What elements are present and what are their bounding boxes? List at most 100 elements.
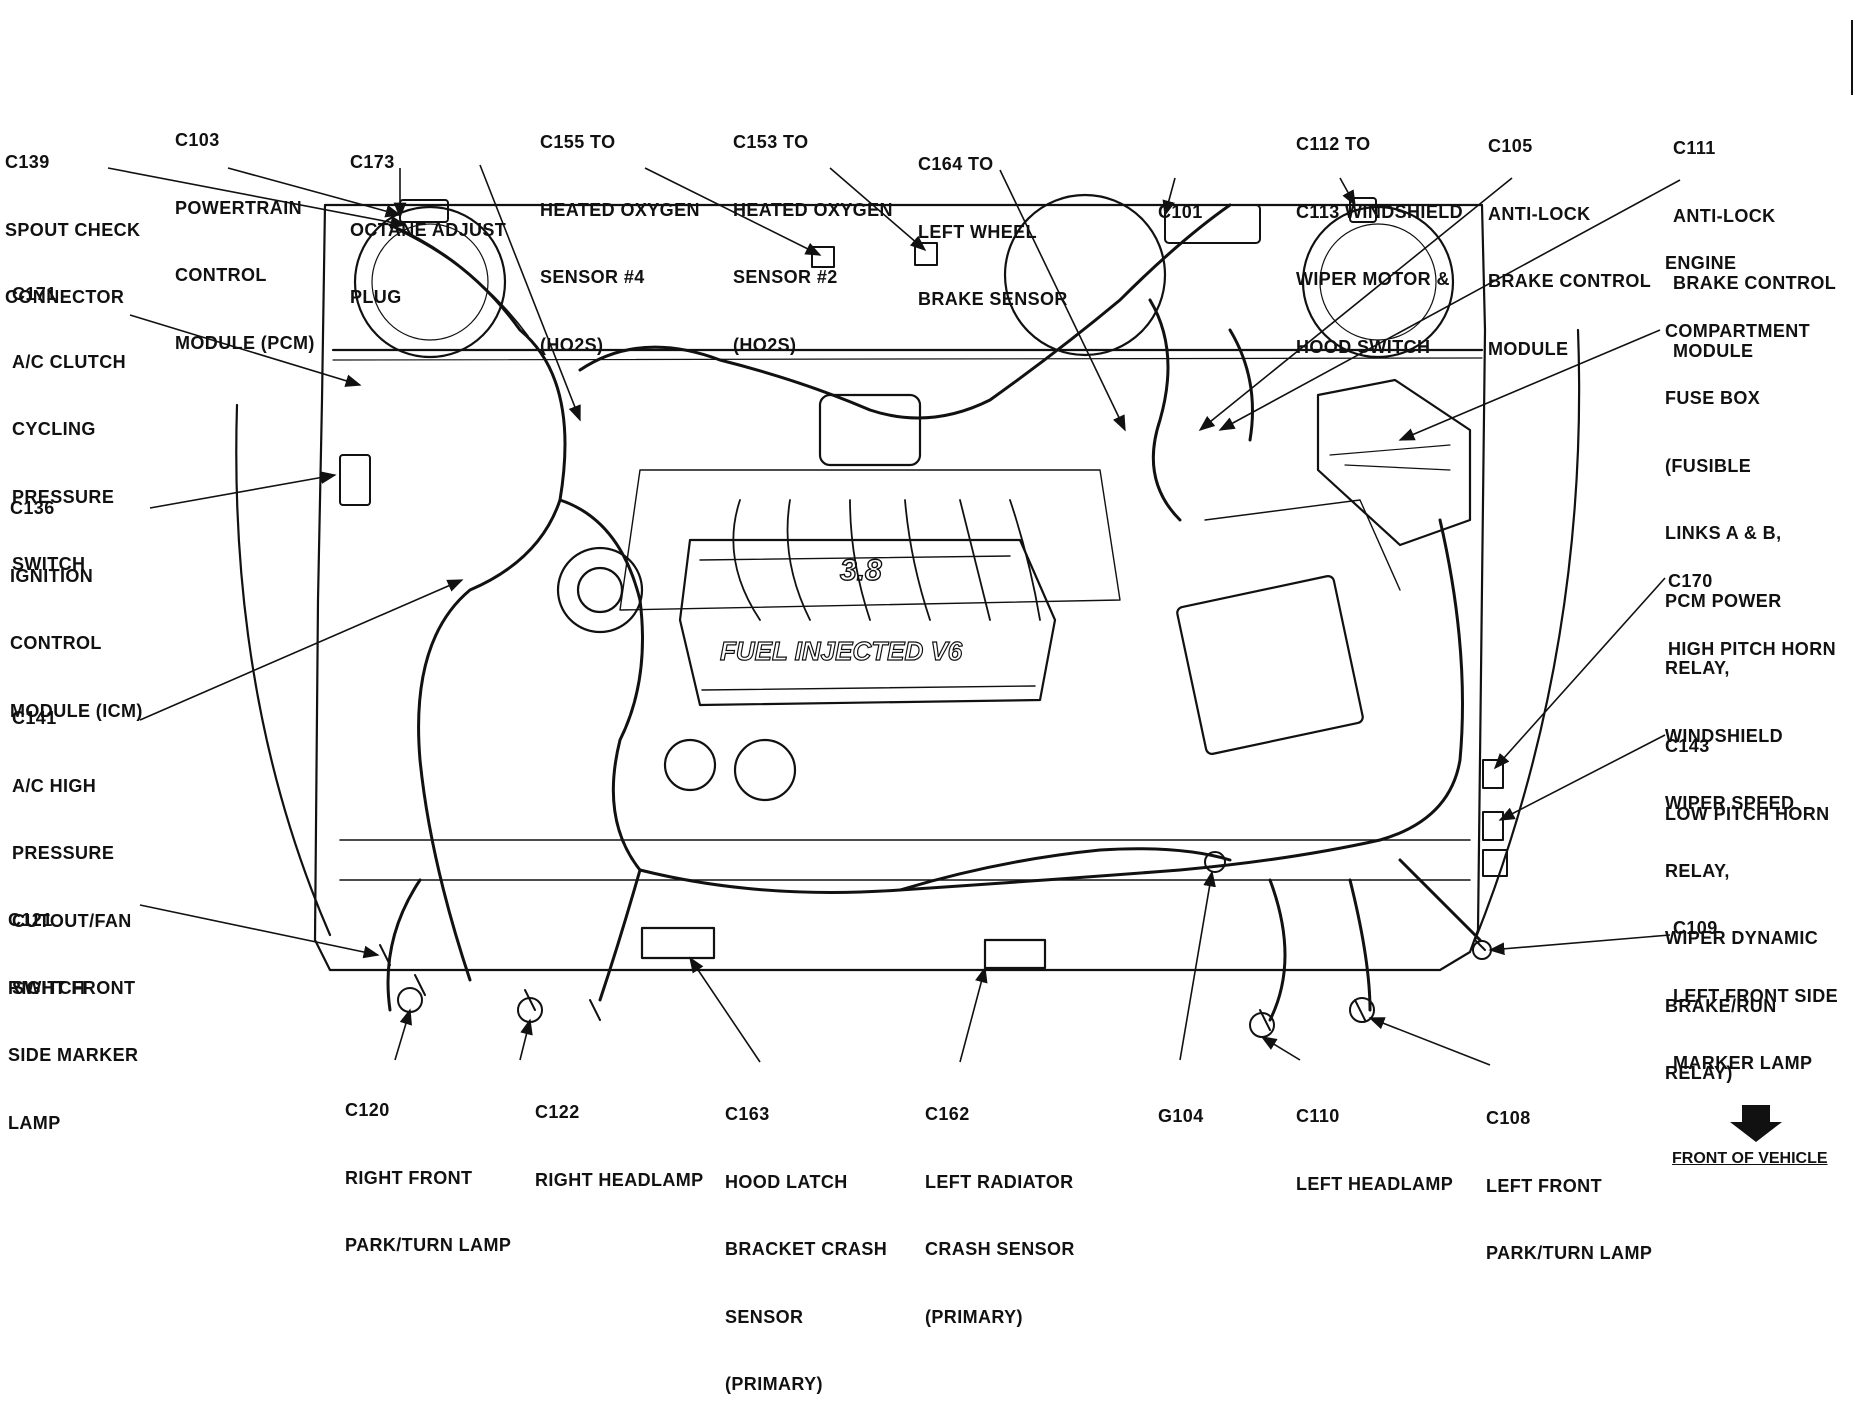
label-line: PRESSURE <box>12 843 115 863</box>
label-line: CONNECTOR <box>5 287 125 307</box>
label-line: LOW PITCH HORN <box>1665 803 1830 824</box>
front-of-vehicle-label: FRONT OF VEHICLE <box>1672 1150 1828 1167</box>
label-c170: C170 HIGH PITCH HORN <box>1668 525 1836 683</box>
strut-tower-right <box>353 205 507 359</box>
label-line: C111 <box>1673 138 1716 158</box>
label-c122: C122 RIGHT HEADLAMP <box>535 1056 704 1214</box>
label-line: POWERTRAIN <box>175 197 302 218</box>
label-line: HOOD SWITCH <box>1296 336 1431 357</box>
label-line: C163 <box>725 1104 770 1124</box>
label-line: WIPER MOTOR & <box>1296 269 1450 289</box>
label-line: BRAKE SENSOR <box>918 289 1068 309</box>
label-line: C101 <box>1158 202 1203 222</box>
radiator-crash-sensor <box>983 938 1047 970</box>
label-line: ENGINE <box>1665 253 1737 273</box>
label-line: C121 <box>8 910 53 930</box>
label-line: C105 <box>1488 136 1533 156</box>
label-line: PLUG <box>350 287 402 307</box>
engine-compartment-drawing: 3.8 FUEL INJECTED V6 <box>107 20 1853 1142</box>
label-line: SENSOR <box>725 1306 804 1327</box>
label-line: A/C CLUTCH <box>12 351 126 372</box>
label-c110: C110 LEFT HEADLAMP <box>1296 1060 1453 1218</box>
harness-main <box>388 223 567 982</box>
label-line: A/C HIGH <box>12 775 97 796</box>
label-g104: G104 <box>1158 1060 1204 1150</box>
label-c109: C109 LEFT FRONT SIDE MARKER LAMP <box>1673 872 1838 1097</box>
label-line: MODULE (PCM) <box>175 332 315 353</box>
label-line: LINKS A & B, <box>1665 523 1782 543</box>
label-line: C153 TO <box>733 132 809 152</box>
label-line: SWITCH <box>12 554 86 574</box>
label-line: CONTROL <box>175 265 267 285</box>
label-line: (PRIMARY) <box>725 1374 823 1394</box>
label-line: C110 <box>1296 1106 1340 1126</box>
connector-c112 <box>1349 197 1377 223</box>
engine-wiring-diagram: 3.8 FUEL INJECTED V6 C139 SPOUT CHECK CO… <box>5 20 1853 1394</box>
brake-booster <box>1003 193 1167 357</box>
label-line: LEFT WHEEL <box>918 221 1037 242</box>
label-line: C170 <box>1668 571 1713 591</box>
label-c111: C111 ANTI-LOCK BRAKE CONTROL MODULE <box>1673 92 1836 385</box>
label-line: C173 <box>350 152 395 172</box>
label-line: PRESSURE <box>12 486 115 507</box>
radiator-support <box>339 839 1471 881</box>
label-line: BRAKE CONTROL <box>1673 273 1837 293</box>
label-line: SPOUT CHECK <box>5 219 141 240</box>
label-c155: C155 TO HEATED OXYGEN SENSOR #4 (HO2S) <box>540 86 700 379</box>
label-line: RIGHT HEADLAMP <box>535 1169 704 1190</box>
label-line: (HO2S) <box>733 334 797 355</box>
label-line: C136 <box>10 498 55 518</box>
label-line: C155 TO <box>540 132 616 152</box>
label-line: (HO2S) <box>540 334 604 355</box>
label-line: LAMP <box>8 1112 61 1133</box>
label-line: MODULE (ICM) <box>10 700 143 721</box>
strut-tower-left <box>1301 205 1455 359</box>
connector-c101 <box>1164 204 1261 244</box>
label-line: LEFT RADIATOR <box>925 1171 1074 1192</box>
label-c108: C108 LEFT FRONT PARK/TURN LAMP <box>1486 1062 1652 1287</box>
label-c112: C112 TO C113 WINDSHIELD WIPER MOTOR & HO… <box>1296 88 1463 381</box>
label-line: C164 TO <box>918 154 994 174</box>
label-c143: C143 LOW PITCH HORN <box>1665 690 1830 848</box>
label-line: LEFT FRONT <box>1486 1175 1602 1196</box>
label-c139: C139 SPOUT CHECK CONNECTOR <box>5 106 140 331</box>
connector-c136 <box>339 454 371 506</box>
intake-plenum <box>678 538 1057 707</box>
label-line: ANTI-LOCK <box>1488 203 1591 224</box>
label-line: C143 <box>1665 736 1710 756</box>
label-c103: C103 POWERTRAIN CONTROL MODULE (PCM) <box>175 84 315 377</box>
label-line: C112 TO <box>1296 134 1371 154</box>
label-line: CYCLING <box>12 419 96 439</box>
fuse-box <box>1316 378 1472 547</box>
label-line: IGNITION <box>10 565 94 586</box>
label-line: BRAKE CONTROL <box>1488 271 1652 291</box>
label-line: LEFT FRONT SIDE <box>1673 985 1838 1006</box>
label-line: WIPER SPEED <box>1665 793 1795 813</box>
label-line: PARK/TURN LAMP <box>1486 1243 1653 1263</box>
label-line: RIGHT FRONT <box>345 1167 473 1188</box>
label-line: (FUSIBLE <box>1665 455 1752 476</box>
label-c141: C141 A/C HIGH PRESSURE CUTOUT/FAN SWITCH <box>12 662 132 1022</box>
label-line: PARK/TURN LAMP <box>345 1235 512 1255</box>
label-c163: C163 HOOD LATCH BRACKET CRASH SENSOR (PR… <box>725 1058 887 1418</box>
label-line: G104 <box>1158 1106 1204 1126</box>
label-line: C120 <box>345 1100 390 1120</box>
compartment-outline <box>313 203 1487 972</box>
label-line: FUSE BOX <box>1665 388 1761 408</box>
label-line: SWITCH <box>12 978 86 998</box>
label-line: COMPARTMENT <box>1665 320 1811 341</box>
label-c121: C121 RIGHT FRONT SIDE MARKER LAMP <box>8 864 138 1157</box>
label-c120: C120 RIGHT FRONT PARK/TURN LAMP <box>345 1054 511 1279</box>
label-line: HEATED OXYGEN <box>733 199 893 220</box>
label-line: HEATED OXYGEN <box>540 199 700 220</box>
label-line: OCTANE ADJUST <box>350 219 507 240</box>
label-line: HIGH PITCH HORN <box>1668 638 1836 659</box>
label-line: SIDE MARKER <box>8 1045 139 1065</box>
alternator <box>556 546 644 634</box>
label-line: C113 WINDSHIELD <box>1296 201 1464 222</box>
label-line: BRACKET CRASH <box>725 1239 888 1259</box>
label-c136: C136 IGNITION CONTROL MODULE (ICM) <box>10 452 143 745</box>
label-line: MODULE <box>1673 340 1754 361</box>
label-line: C109 <box>1673 918 1718 938</box>
label-line: CONTROL <box>10 633 102 653</box>
